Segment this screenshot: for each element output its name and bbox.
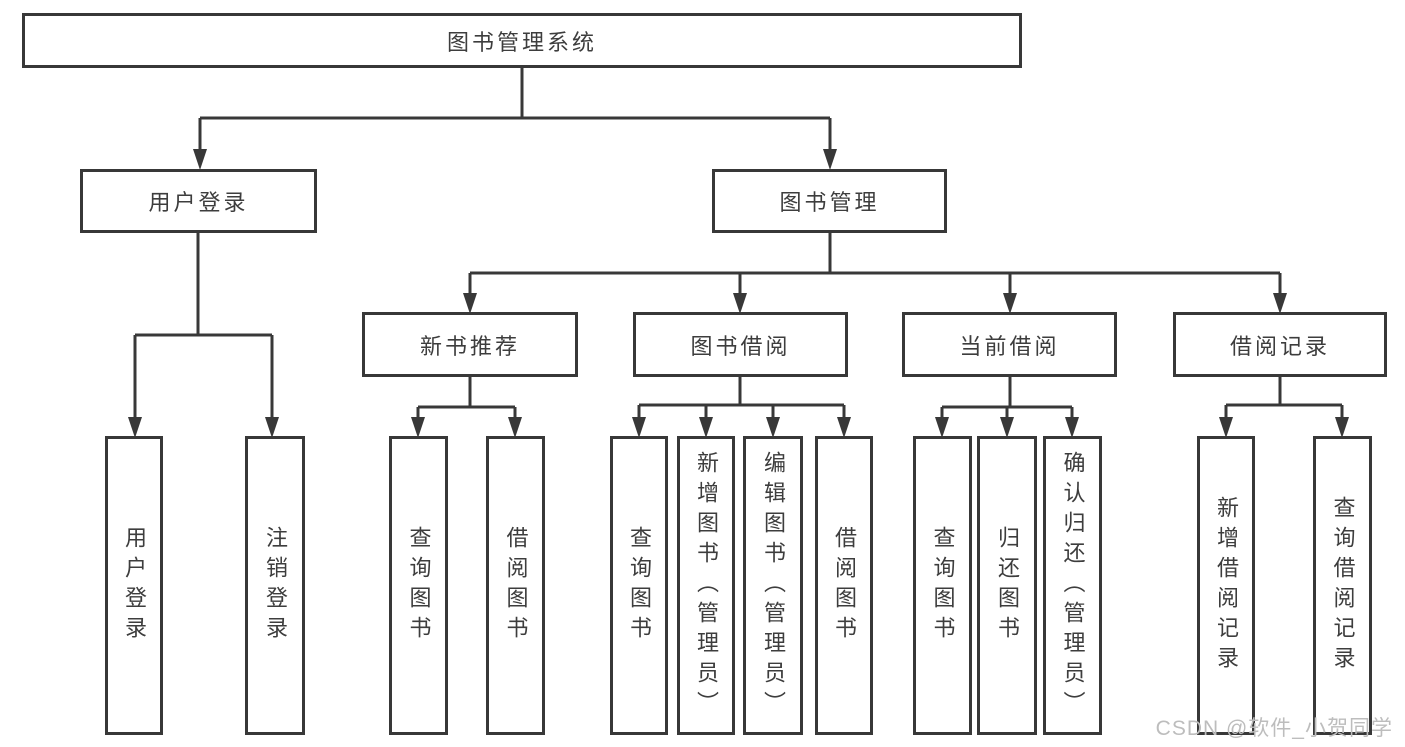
leaf-edit-book-admin-label: 编辑图书（管理员）	[761, 450, 786, 721]
leaf-return-book-label: 归还图书	[995, 525, 1020, 646]
leaf-user-login: 用户登录	[105, 436, 163, 735]
leaf-logout-label: 注销登录	[263, 525, 288, 646]
arrowheads	[128, 149, 1349, 438]
leaf-borrow-book-recommend-label: 借阅图书	[503, 525, 529, 646]
leaf-query-book-current: 查询图书	[913, 436, 972, 735]
node-book-borrow-label: 图书借阅	[690, 333, 791, 359]
node-book-mgmt: 图书管理	[712, 169, 947, 233]
node-book-mgmt-label: 图书管理	[779, 190, 880, 215]
node-user-login: 用户登录	[80, 169, 317, 233]
node-root-label: 图书管理系统	[446, 29, 597, 55]
leaf-query-borrow-record-label: 查询借阅记录	[1330, 495, 1356, 676]
leaf-query-book-current-label: 查询图书	[930, 525, 956, 646]
leaf-borrow-book: 借阅图书	[815, 436, 873, 735]
node-current-borrow-label: 当前借阅	[959, 333, 1060, 359]
leaf-confirm-return-admin-label: 确认归还（管理员）	[1060, 450, 1086, 721]
watermark: CSDN @软件_小贺同学	[1155, 717, 1393, 740]
leaf-query-book-borrow-label: 查询图书	[627, 525, 652, 646]
leaf-add-book-admin: 新增图书（管理员）	[677, 436, 735, 735]
leaf-add-book-admin-label: 新增图书（管理员）	[694, 450, 719, 721]
node-new-book-recommend-label: 新书推荐	[419, 333, 520, 359]
leaf-edit-book-admin: 编辑图书（管理员）	[743, 436, 803, 735]
node-root: 图书管理系统	[22, 13, 1022, 68]
leaf-return-book: 归还图书	[977, 436, 1037, 735]
leaf-user-login-label: 用户登录	[122, 525, 147, 646]
leaf-add-borrow-record-label: 新增借阅记录	[1214, 495, 1239, 676]
node-borrow-records: 借阅记录	[1173, 312, 1387, 377]
leaf-borrow-book-recommend: 借阅图书	[486, 436, 545, 735]
leaf-add-borrow-record: 新增借阅记录	[1197, 436, 1255, 735]
leaf-confirm-return-admin: 确认归还（管理员）	[1043, 436, 1102, 735]
leaf-query-borrow-record: 查询借阅记录	[1313, 436, 1372, 735]
leaf-query-book-recommend: 查询图书	[389, 436, 448, 735]
leaf-logout: 注销登录	[245, 436, 305, 735]
node-borrow-records-label: 借阅记录	[1229, 333, 1330, 359]
node-book-borrow: 图书借阅	[633, 312, 848, 377]
leaf-query-book-borrow: 查询图书	[610, 436, 668, 735]
node-new-book-recommend: 新书推荐	[362, 312, 578, 377]
node-current-borrow: 当前借阅	[902, 312, 1117, 377]
tree-branch-lines	[133, 68, 1344, 420]
node-user-login-label: 用户登录	[148, 190, 249, 215]
leaf-query-book-recommend-label: 查询图书	[406, 525, 432, 646]
leaf-borrow-book-label: 借阅图书	[832, 525, 857, 646]
